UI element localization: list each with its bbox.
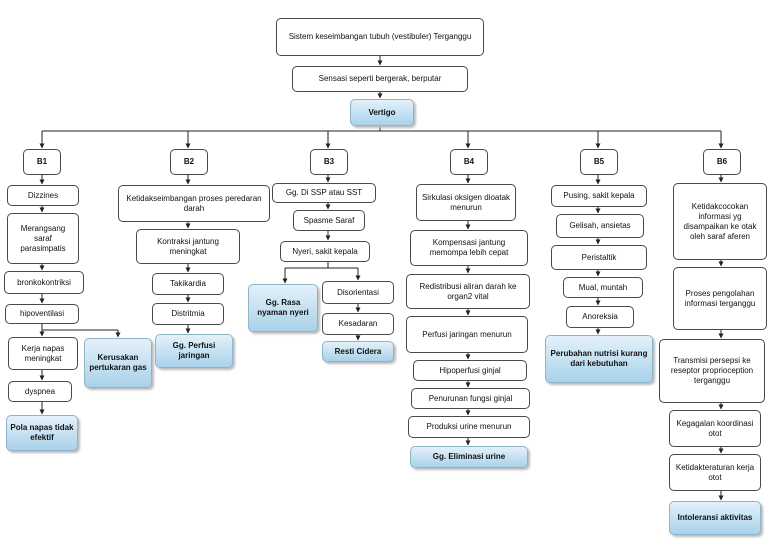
b1-merangsang-saraf: Merangsang saraf parasimpatis: [7, 213, 79, 264]
b4-kompensasi-jantung: Kompensasi jantung memompa lebih cepat: [410, 230, 528, 266]
b1-dyspnea: dyspnea: [8, 381, 72, 402]
b3-dx-rasa-nyaman-nyeri: Gg. Rasa nyaman nyeri: [248, 284, 318, 332]
b5-mual-muntah: Mual, muntah: [563, 277, 643, 298]
b3-nyeri-sakit-kepala: Nyeri, sakit kepala: [280, 241, 370, 262]
b4-penurunan-fungsi-ginjal: Penurunan fungsi ginjal: [411, 388, 530, 409]
b2-ketidakseimbangan: Ketidakseimbangan proses peredaran darah: [118, 185, 270, 222]
b5-gelisah-ansietas: Gelisah, ansietas: [556, 214, 644, 238]
b2-kontraksi-jantung: Kontraksi jantung meningkat: [136, 229, 240, 264]
b4-header: B4: [450, 149, 488, 175]
b2-dx-perfusi-jaringan: Gg. Perfusi jaringan: [155, 334, 233, 368]
b1-kerja-napas: Kerja napas meningkat: [8, 337, 78, 370]
b4-sirkulasi-oksigen: Sirkulasi oksigen dioatak menurun: [416, 184, 516, 221]
b1-dx-pola-napas: Pola napas tidak efektif: [6, 415, 78, 451]
b5-header: B5: [580, 149, 618, 175]
b1-header: B1: [23, 149, 61, 175]
b1-dizzines: Dizzines: [7, 185, 79, 206]
b3-disorientasi: Disorientasi: [322, 281, 394, 304]
b4-hipoperfusi-ginjal: Hipoperfusi ginjal: [413, 360, 527, 381]
b3-kesadaran: Kesadaran: [322, 313, 394, 335]
b5-dx-perubahan-nutrisi: Perubahan nutrisi kurang dari kebutuhan: [545, 335, 653, 383]
b6-transmisi-persepsi: Transmisi persepsi ke reseptor proprioce…: [659, 339, 765, 403]
b6-dx-intoleransi-aktivitas: Intoleransi aktivitas: [669, 501, 761, 535]
b2-header: B2: [170, 149, 208, 175]
b4-redistribusi-aliran: Redistribusi aliran darah ke organ2 vita…: [406, 274, 530, 309]
b1-dx-kerusakan-gas: Kerusakan pertukaran gas: [84, 338, 152, 388]
b5-anoreksia: Anoreksia: [566, 306, 634, 328]
b1-hipoventilasi: hipoventilasi: [5, 304, 79, 324]
b2-distritmia: Distritmia: [152, 303, 224, 325]
b4-perfusi-jaringan-menurun: Perfusi jaringan menurun: [406, 316, 528, 353]
b5-pusing-sakit-kepala: Pusing, sakit kepala: [551, 185, 647, 207]
b4-dx-eliminasi-urine: Gg. Eliminasi urine: [410, 446, 528, 468]
b3-spasme-saraf: Spasme Saraf: [293, 210, 365, 231]
b6-proses-pengolahan: Proses pengolahan informasi terganggu: [673, 267, 767, 330]
vertigo-box: Vertigo: [350, 99, 414, 126]
b3-dx-resti-cidera: Resti Cidera: [322, 341, 394, 362]
b2-takikardia: Takikardia: [152, 273, 224, 295]
b6-header: B6: [703, 149, 741, 175]
sensation-box: Sensasi seperti bergerak, berputar: [292, 66, 468, 92]
b6-ketidakteraturan: Ketidakteraturan kerja otot: [669, 454, 761, 491]
b6-kegagalan-koordinasi: Kegagalan koordinasi otot: [669, 410, 761, 447]
root-box: Sistem keseimbangan tubuh (vestibuler) T…: [276, 18, 484, 56]
b4-produksi-urine: Produksi urine menurun: [408, 416, 530, 438]
b5-peristaltik: Peristaltik: [551, 245, 647, 270]
b3-header: B3: [310, 149, 348, 175]
b1-bronkokontriksi: bronkokontriksi: [4, 271, 84, 294]
b3-gg-ssp: Gg. Di SSP atau SST: [272, 183, 376, 203]
b6-ketidakcocokan: Ketidakcocokan informasi yg disampaikan …: [673, 183, 767, 260]
